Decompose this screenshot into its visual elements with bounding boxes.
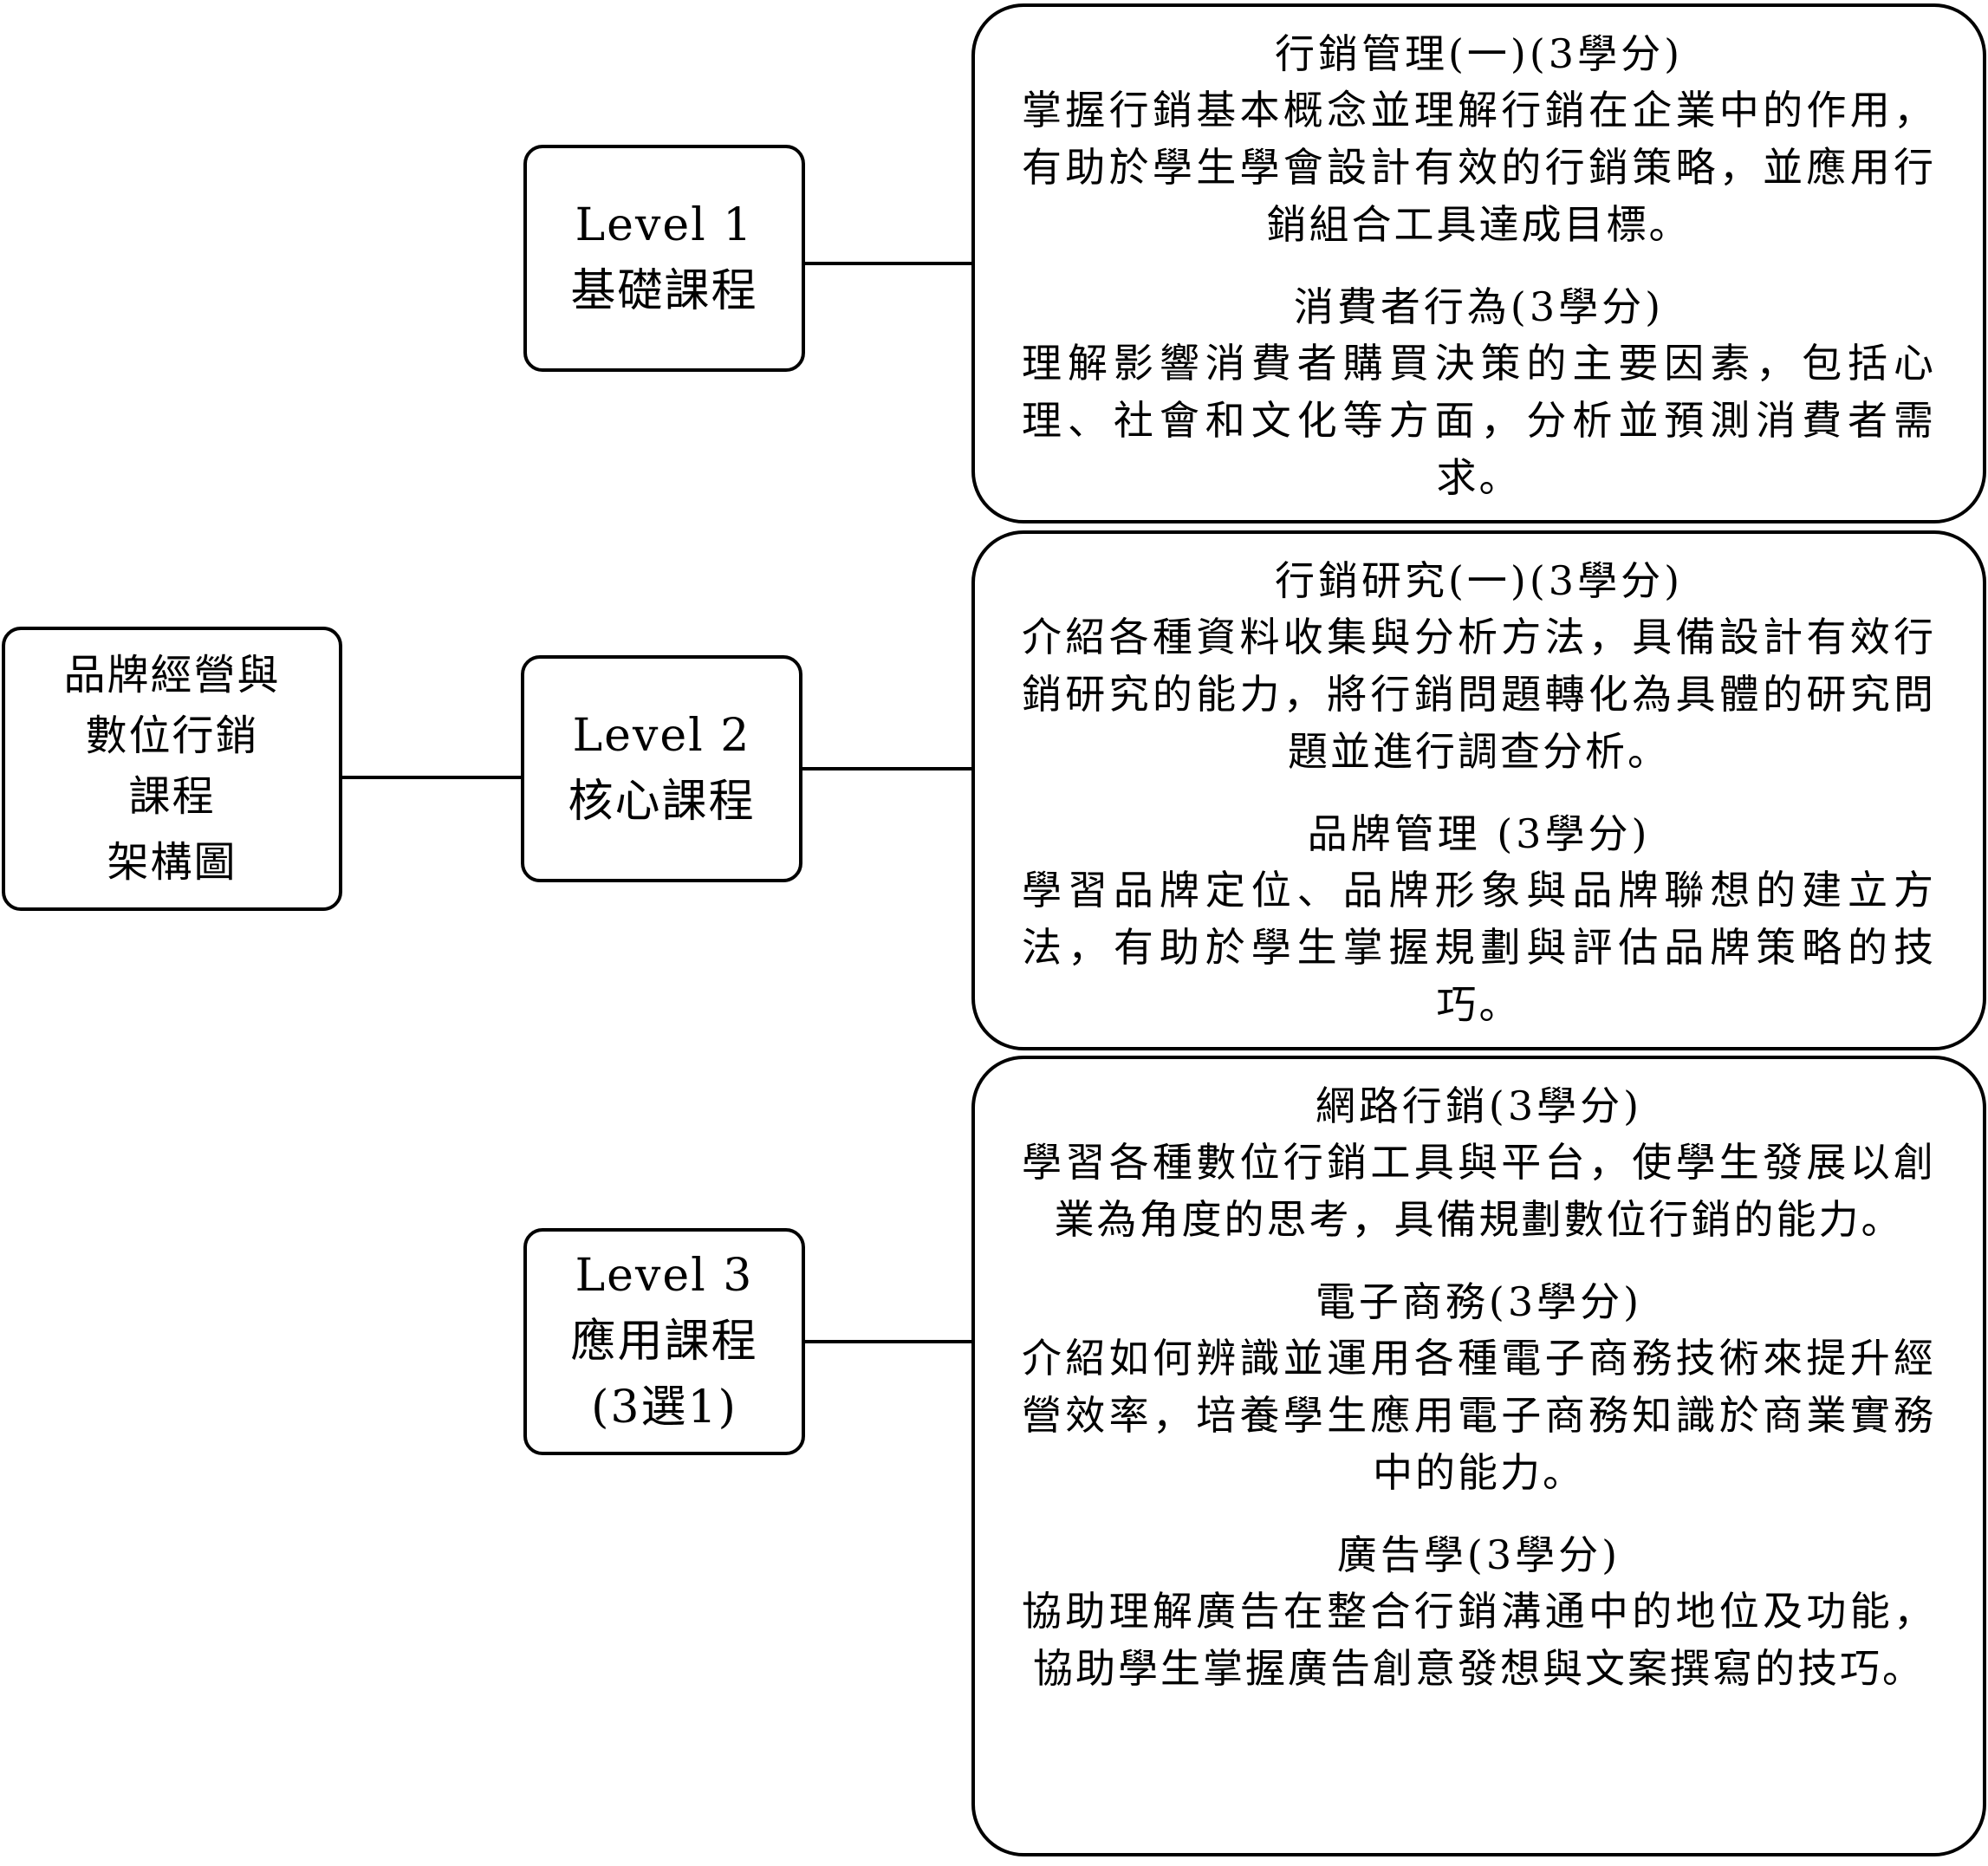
course-title: 網路行銷(3學分) — [1315, 1083, 1643, 1129]
course-title: 消費者行為(3學分) — [1293, 283, 1665, 330]
root-line: 課程 — [128, 772, 216, 821]
course-description: 學習品牌定位、品牌形象與品牌聯想的建立方法，有助於學生掌握規劃與評估品牌策略的技… — [1022, 867, 1936, 1028]
connector-level2-courses — [802, 767, 971, 770]
course-description: 介紹如何辨識並運用各種電子商務技術來提升經營效率，培養學生應用電子商務知識於商業… — [1022, 1335, 1936, 1496]
course-group-level-1: 行銷管理(一)(3學分) 掌握行銷基本概念並理解行銷在企業中的作用，有助於學生學… — [971, 3, 1986, 523]
course-title: 品牌管理 (3學分) — [1307, 810, 1651, 857]
course-item: 網路行銷(3學分) 學習各種數位行銷工具與平台，使學生發展以創業為角度的思考，具… — [1022, 1078, 1936, 1248]
course-description: 協助理解廣告在整合行銷溝通中的地位及功能，協助學生掌握廣告創意發想與文案撰寫的技… — [1022, 1588, 1936, 1692]
connector-level1-courses — [805, 262, 971, 265]
level-name: 應用課程 — [570, 1316, 758, 1368]
level-2-node: Level 2 核心課程 — [521, 655, 802, 882]
course-title: 行銷管理(一)(3學分) — [1274, 30, 1684, 77]
level-3-node: Level 3 應用課程 (3選1) — [523, 1228, 805, 1455]
course-title: 行銷研究(一)(3學分) — [1274, 557, 1684, 604]
level-name: 核心課程 — [568, 776, 756, 828]
course-item: 品牌管理 (3學分) 學習品牌定位、品牌形象與品牌聯想的建立方法，有助於學生掌握… — [1022, 806, 1936, 1033]
root-line: 品牌經營與 — [63, 651, 281, 699]
level-name: 基礎課程 — [570, 265, 758, 317]
course-description: 掌握行銷基本概念並理解行銷在企業中的作用，有助於學生學會設計有效的行銷策略，並應… — [1022, 87, 1936, 248]
root-line: 架構圖 — [107, 838, 237, 887]
course-title: 廣告學(3學分) — [1336, 1531, 1621, 1578]
course-item: 廣告學(3學分) 協助理解廣告在整合行銷溝通中的地位及功能，協助學生掌握廣告創意… — [1022, 1527, 1936, 1697]
level-label: Level 3 — [575, 1250, 754, 1302]
course-item: 電子商務(3學分) 介紹如何辨識並運用各種電子商務技術來提升經營效率，培養學生應… — [1022, 1274, 1936, 1501]
level-note: (3選1) — [591, 1382, 737, 1434]
connector-root-level2 — [342, 776, 523, 779]
level-1-node: Level 1 基礎課程 — [523, 145, 805, 372]
course-description: 介紹各種資料收集與分析方法，具備設計有效行銷研究的能力，將行銷問題轉化為具體的研… — [1022, 614, 1936, 775]
course-item: 消費者行為(3學分) 理解影響消費者購買決策的主要因素，包括心理、社會和文化等方… — [1022, 279, 1936, 506]
level-label: Level 1 — [575, 199, 754, 251]
connector-level3-courses — [805, 1340, 971, 1343]
course-description: 學習各種數位行銷工具與平台，使學生發展以創業為角度的思考，具備規劃數位行銷的能力… — [1022, 1139, 1936, 1243]
course-item: 行銷管理(一)(3學分) 掌握行銷基本概念並理解行銷在企業中的作用，有助於學生學… — [1022, 26, 1936, 253]
course-group-level-3: 網路行銷(3學分) 學習各種數位行銷工具與平台，使學生發展以創業為角度的思考，具… — [971, 1056, 1986, 1856]
course-group-level-2: 行銷研究(一)(3學分) 介紹各種資料收集與分析方法，具備設計有效行銷研究的能力… — [971, 530, 1986, 1050]
course-title: 電子商務(3學分) — [1315, 1278, 1643, 1325]
level-label: Level 2 — [572, 710, 751, 762]
root-node: 品牌經營與 數位行銷 課程 架構圖 — [2, 627, 342, 911]
course-item: 行銷研究(一)(3學分) 介紹各種資料收集與分析方法，具備設計有效行銷研究的能力… — [1022, 553, 1936, 780]
root-line: 數位行銷 — [85, 712, 259, 760]
course-description: 理解影響消費者購買決策的主要因素，包括心理、社會和文化等方面，分析並預測消費者需… — [1022, 340, 1936, 501]
